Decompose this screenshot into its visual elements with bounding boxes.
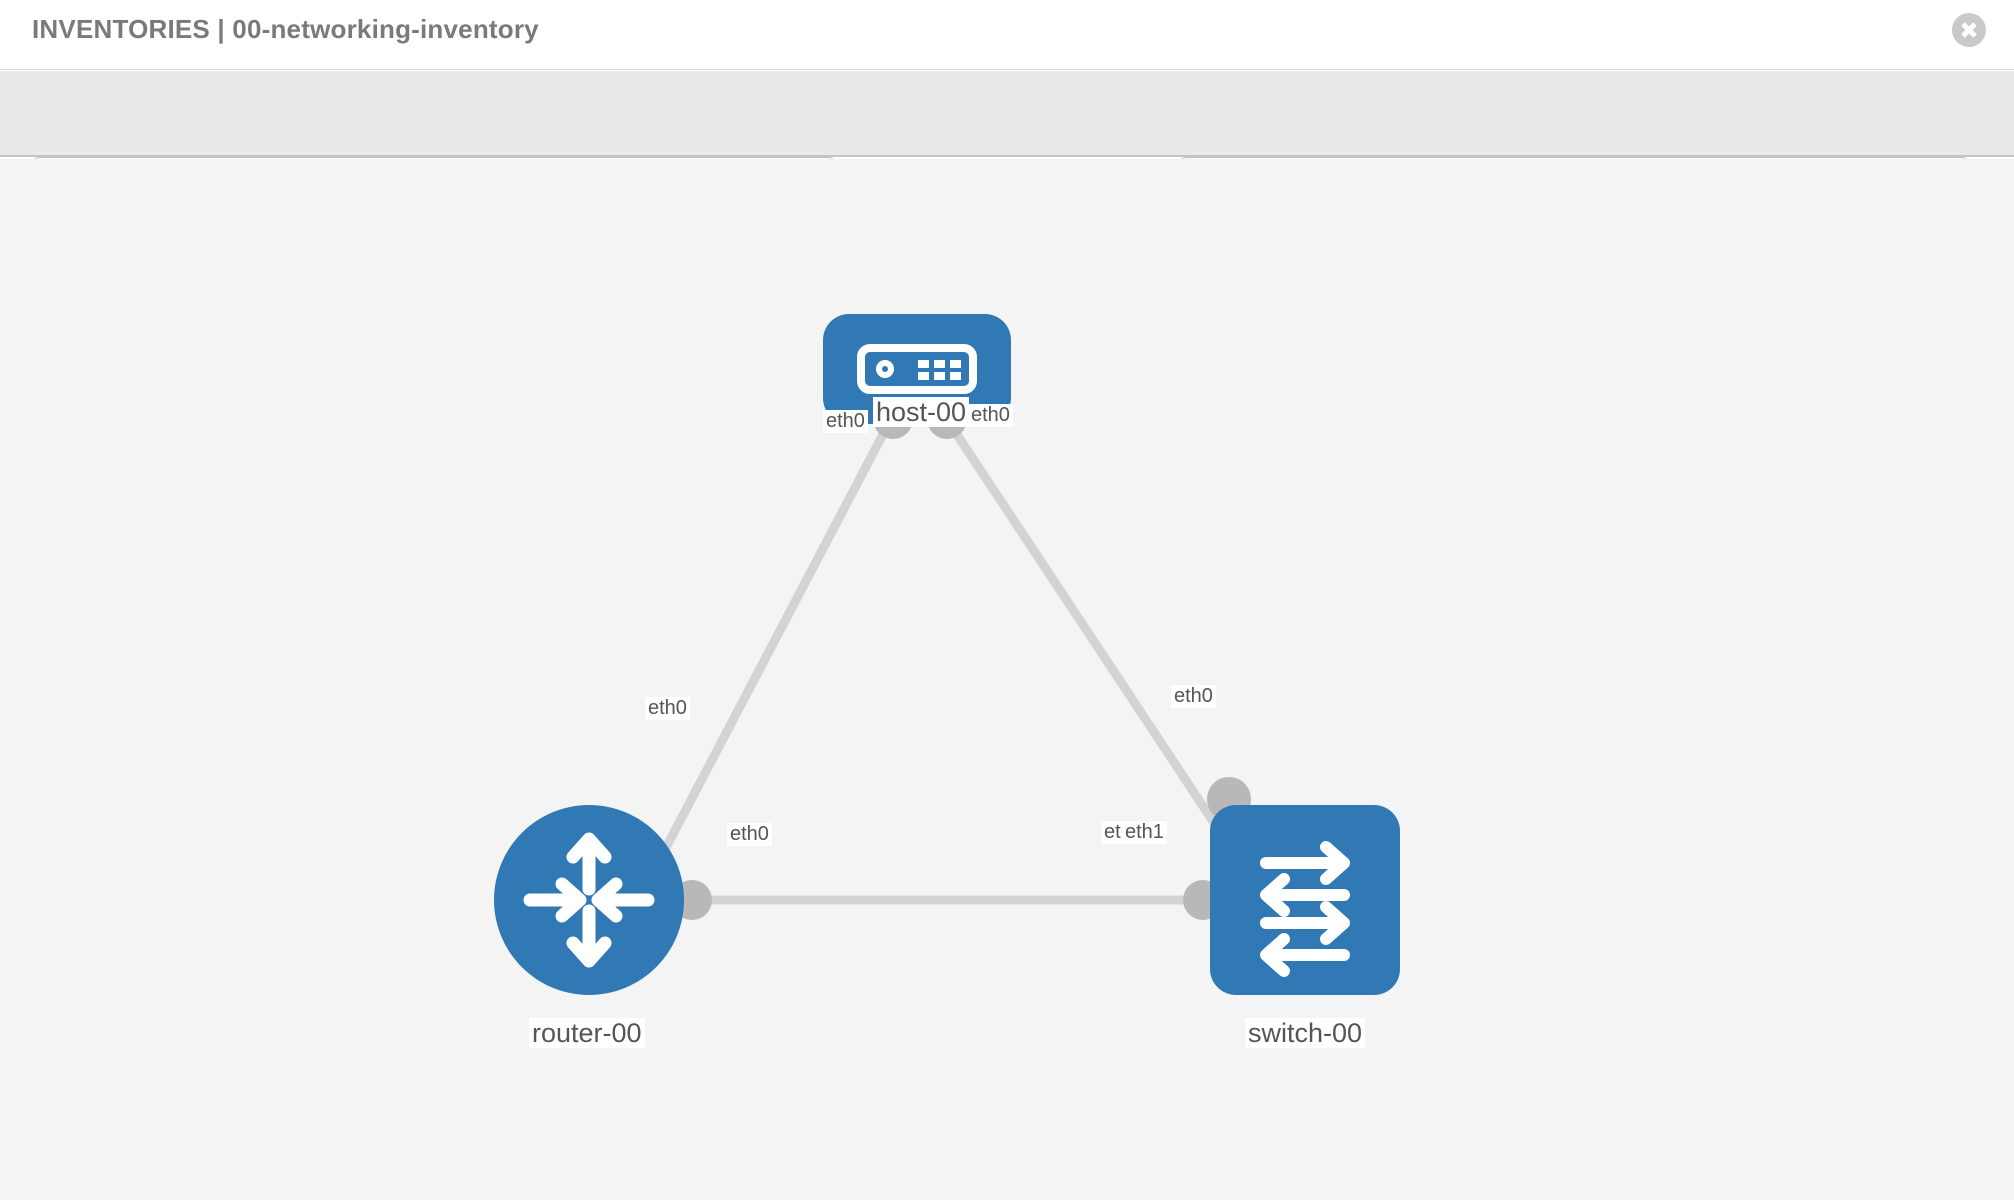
page-header: INVENTORIES | 00-networking-inventory xyxy=(0,0,2014,70)
iface-label-host-right: eth0 xyxy=(968,404,1013,427)
iface-label-switch-upper: eth0 xyxy=(1171,685,1216,708)
switch-arrows-icon xyxy=(1260,841,1350,977)
toolbar: ACTIONS SEARCH xyxy=(0,71,2014,213)
iface-label-switch-left-b: eth1 xyxy=(1122,821,1167,844)
node-label-router-00: router-00 xyxy=(529,1018,645,1049)
router-arrows-icon xyxy=(523,832,655,968)
node-router-00[interactable] xyxy=(494,805,684,995)
iface-label-router-upper: eth0 xyxy=(645,697,690,720)
page-title: INVENTORIES | 00-networking-inventory xyxy=(32,14,539,44)
topology-canvas[interactable]: host-00 router-00 switch-00 eth0 eth0 et… xyxy=(0,159,2014,1200)
topology-links xyxy=(656,418,1242,905)
node-label-switch-00: switch-00 xyxy=(1245,1018,1366,1049)
node-label-host-00: host-00 xyxy=(873,397,970,428)
iface-label-router-right: eth0 xyxy=(727,823,772,846)
close-icon[interactable] xyxy=(1952,13,1986,47)
iface-label-host-left: eth0 xyxy=(823,410,868,433)
server-appliance-icon xyxy=(857,344,977,394)
node-switch-00[interactable] xyxy=(1210,805,1400,995)
